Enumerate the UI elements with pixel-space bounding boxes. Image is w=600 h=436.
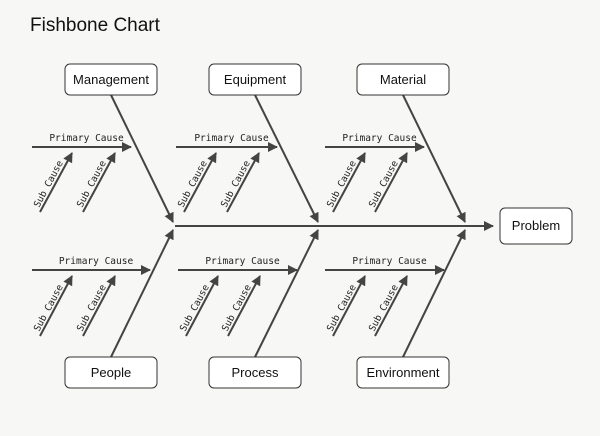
primary-cause-label: Primary Cause (352, 256, 427, 267)
sub-cause-arrow (332, 152, 366, 213)
bone-line-material (402, 94, 466, 223)
sub-cause-label: Sub Cause (220, 283, 254, 334)
category-box-management: Management (64, 63, 158, 96)
bone-line-process (254, 229, 319, 358)
sub-cause-arrow (39, 275, 73, 337)
category-label: Process (232, 365, 279, 380)
problem-label: Problem (512, 218, 560, 233)
category-label: People (91, 365, 131, 380)
bone-line-management (110, 94, 174, 223)
primary-cause-label: Primary Cause (342, 133, 417, 144)
sub-cause-arrow (374, 275, 408, 337)
category-label: Equipment (224, 72, 287, 87)
sub-cause-arrow (39, 152, 73, 213)
sub-cause-label: Sub Cause (32, 283, 66, 334)
sub-cause-label: Sub Cause (176, 159, 210, 210)
primary-cause-label: Primary Cause (205, 256, 280, 267)
sub-cause-arrow (227, 275, 261, 337)
category-label: Environment (367, 365, 440, 380)
sub-cause-arrow (332, 275, 366, 337)
category-box-material: Material (356, 63, 450, 96)
primary-cause-label: Primary Cause (194, 133, 269, 144)
primary-cause-label: Primary Cause (59, 256, 134, 267)
sub-cause-label: Sub Cause (367, 159, 401, 210)
sub-cause-label: Sub Cause (325, 159, 359, 210)
category-box-environment: Environment (356, 356, 450, 389)
sub-cause-arrow (183, 152, 217, 213)
sub-cause-label: Sub Cause (219, 159, 253, 210)
sub-cause-label: Sub Cause (367, 283, 401, 334)
sub-cause-label: Sub Cause (75, 283, 109, 334)
primary-cause-label: Primary Cause (49, 133, 124, 144)
sub-cause-label: Sub Cause (32, 159, 66, 210)
sub-cause-arrow (82, 152, 116, 213)
sub-cause-arrow (374, 152, 408, 213)
category-box-people: People (64, 356, 158, 389)
sub-cause-arrow (82, 275, 116, 337)
bone-line-people (110, 229, 174, 358)
sub-cause-arrow (226, 152, 260, 213)
problem-box: Problem (499, 207, 573, 245)
sub-cause-label: Sub Cause (178, 283, 212, 334)
page-title: Fishbone Chart (30, 15, 160, 36)
category-box-equipment: Equipment (208, 63, 302, 96)
bone-line-equipment (254, 94, 319, 223)
category-box-process: Process (208, 356, 302, 389)
category-label: Material (380, 72, 426, 87)
sub-cause-label: Sub Cause (75, 159, 109, 210)
category-label: Management (73, 72, 149, 87)
sub-cause-arrow (185, 275, 219, 337)
bone-line-environment (402, 229, 466, 358)
sub-cause-label: Sub Cause (325, 283, 359, 334)
